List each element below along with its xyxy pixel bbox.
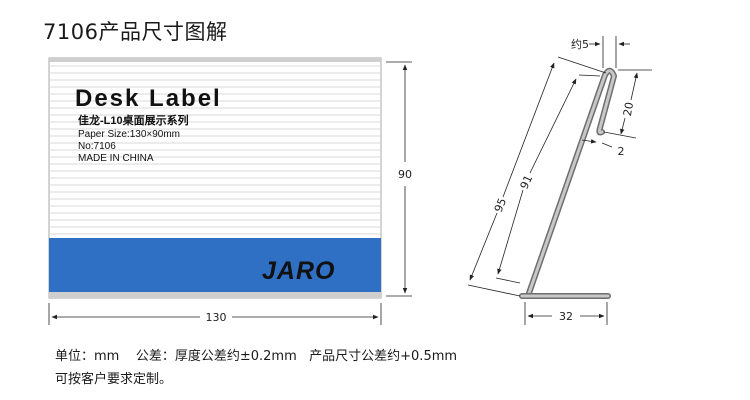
height-dimension: 90 (386, 61, 412, 297)
top-lip-dimension: 20 (603, 69, 652, 139)
width-label: 130 (206, 311, 227, 324)
card-brand-title: Desk Label (75, 85, 222, 112)
page-title: 7106产品尺寸图解 (43, 20, 228, 44)
label-card: Desk Label 佳龙-L10桌面展示系列 Paper Size:130×9… (48, 57, 382, 299)
base-label: 32 (559, 310, 573, 323)
thickness-dimension: 约5 (571, 36, 630, 68)
thickness-label: 约5 (571, 38, 589, 51)
tolerance-note: 单位：mm 公差：厚度公差约±0.2mm 产品尺寸公差约+0.5mm (55, 349, 458, 364)
card-model-number: No:7106 (78, 141, 116, 152)
card-top-rail (49, 58, 381, 62)
bend-label: 2 (618, 145, 625, 158)
side-profile (519, 67, 617, 299)
jaro-logo: JARO (262, 257, 335, 285)
height-label: 90 (398, 168, 412, 181)
outer-length-dimension: 95 (467, 56, 607, 297)
card-blue-band (49, 238, 381, 292)
card-paper-size: Paper Size:130×90mm (78, 129, 180, 140)
top-lip-label: 20 (621, 101, 636, 117)
bend-dimension: 2 (581, 139, 625, 158)
card-origin: MADE IN CHINA (78, 153, 154, 164)
inner-length-label: 91 (518, 173, 536, 191)
card-bottom-rail (49, 292, 381, 298)
width-dimension: 130 (48, 303, 382, 325)
card-stripes (50, 65, 380, 235)
card-subtitle: 佳龙-L10桌面展示系列 (78, 113, 189, 127)
base-dimension: 32 (524, 302, 608, 325)
inner-length-dimension: 91 (495, 74, 601, 284)
customization-note: 可按客户要求定制。 (55, 372, 173, 387)
outer-length-label: 95 (492, 196, 509, 214)
